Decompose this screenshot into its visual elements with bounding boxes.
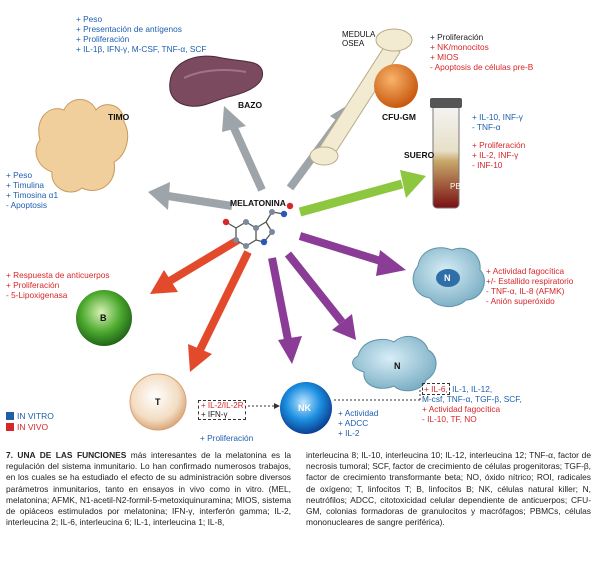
medula-effect: - Apoptosis de células pre-B <box>430 62 534 72</box>
neutrophil-effect: +/- Estallido respiratorio <box>486 276 574 286</box>
suero-effect: + Proliferación <box>472 140 526 150</box>
legend-vivo: IN VIVO <box>6 421 54 432</box>
timo-effects: + Peso + Timulina + Timosina α1 - Apopto… <box>6 170 58 210</box>
medula-label: MEDULA OSEA <box>342 30 375 48</box>
medula-effect: + Proliferación <box>430 32 484 42</box>
mono-effects: + IL-6, IL-1, IL-12, M-csf, TNF-α, TGF-β… <box>422 383 522 424</box>
b-cell <box>76 290 132 346</box>
mono-boxed-effect: + IL-6, <box>422 383 450 395</box>
b-cell-letter: B <box>100 313 107 323</box>
caption-column-1: 7. UNA DE LAS FUNCIONES más interesantes… <box>6 450 291 528</box>
arrow-to-macrophage <box>284 251 356 340</box>
t-cell <box>129 373 187 431</box>
medula-effect: + NK/monocitos <box>430 42 489 52</box>
blood-tube <box>430 98 462 209</box>
arrow-to-timo <box>148 182 233 210</box>
nk-cell-letter: NK <box>298 403 311 413</box>
t-cell-letter: T <box>155 397 161 407</box>
t-cell-cytokine-box: + IL-2/IL-2R + IFN-γ <box>198 400 247 420</box>
cfu-gm-cell <box>374 64 418 108</box>
mono-effect: - IL-10, TF, NO <box>422 414 477 424</box>
b-cell-effect: - 5-Lipoxigenasa <box>6 290 68 300</box>
timo-effect: + Timosina α1 <box>6 190 59 200</box>
melatonina-label: MELATONINA <box>230 198 286 208</box>
cfu-gm-label: CFU-GM <box>382 112 416 122</box>
neutrophil-effect: - Anión superóxido <box>486 296 555 306</box>
legend-vitro-swatch <box>6 411 14 420</box>
mono-effect: IL-1, IL-12, <box>452 384 493 394</box>
macrophage-cell <box>352 335 437 392</box>
nk-effect: + Actividad <box>338 408 379 418</box>
b-cell-effect: + Proliferación <box>6 280 60 290</box>
caption-text-1: más interesantes de la melatonina es la … <box>6 450 292 528</box>
legend-vivo-swatch <box>6 422 14 431</box>
neutrophil-effects: + Actividad fagocítica +/- Estallido res… <box>486 266 573 306</box>
medula-label-line2: OSEA <box>342 39 365 48</box>
legend-vitro: IN VITRO <box>6 410 54 421</box>
bazo-label: BAZO <box>238 100 263 110</box>
bazo-effect: + Peso <box>76 14 103 24</box>
macrophage-letter: N <box>394 361 401 371</box>
arrow-to-bazo <box>222 106 266 192</box>
medula-effects: + Proliferación + NK/monocitos + MIOS - … <box>430 32 533 72</box>
t-cell-effect: + Proliferación <box>200 433 254 443</box>
neutrophil-effect: + Actividad fagocítica <box>486 266 565 276</box>
mono-effect: M-csf, TNF-α, TGF-β, SCF, <box>422 394 522 404</box>
timo-label: TIMO <box>108 112 130 122</box>
suero-effect: - INF-10 <box>472 160 503 170</box>
suero-label: SUERO <box>404 150 435 160</box>
b-cell-effect: + Respuesta de anticuerpos <box>6 270 110 280</box>
bazo-effect: + Presentación de antígenos <box>76 24 182 34</box>
arrow-to-neutrophil <box>298 232 406 276</box>
t-cell-box-line: + IFN-γ <box>201 410 228 419</box>
t-cell-box-line: + IL-2/IL-2R <box>201 401 244 410</box>
legend: IN VITRO IN VIVO <box>6 410 54 432</box>
neutrophil-effect: - TNF-α, IL-8 (AFMK) <box>486 286 565 296</box>
arrow-to-suero <box>298 170 426 217</box>
bazo-effects: + Peso + Presentación de antígenos + Pro… <box>76 14 206 54</box>
b-cell-effects: + Respuesta de anticuerpos + Proliferaci… <box>6 270 110 300</box>
arrow-to-b-cell <box>150 236 241 294</box>
caption-head: 7. UNA DE LAS FUNCIONES <box>6 450 127 460</box>
suero-effects: + IL-10, INF-γ - TNF-α + Proliferación +… <box>472 112 525 170</box>
nk-effect: + IL-2 <box>338 428 360 438</box>
legend-vitro-label: IN VITRO <box>17 410 54 421</box>
nk-effect: + ADCC <box>338 418 369 428</box>
suero-effect: - TNF-α <box>472 122 501 132</box>
suero-effect: + IL-10, INF-γ <box>472 112 523 122</box>
timo-effect: - Apoptosis <box>6 200 48 210</box>
medula-effect: + MIOS <box>430 52 459 62</box>
thymus-illustration <box>35 99 129 193</box>
medula-label-line1: MEDULA <box>342 30 376 39</box>
pbmcs-label: PBMCs <box>450 182 478 191</box>
legend-vivo-label: IN VIVO <box>17 421 49 432</box>
mono-effect: + Actividad fagocítica <box>422 404 501 414</box>
timo-effect: + Timulina <box>6 180 45 190</box>
timo-effect: + Peso <box>6 170 33 180</box>
arrow-to-nk-cell <box>268 257 302 364</box>
bazo-effect: + IL-1β, IFN-γ, M-CSF, TNF-α, SCF <box>76 44 207 54</box>
spleen-illustration <box>169 55 264 107</box>
caption-column-2: interleucina 8; IL-10, interleucina 10; … <box>306 450 591 528</box>
nk-effects: + Actividad + ADCC + IL-2 <box>338 408 378 438</box>
arrow-to-t-cell <box>188 250 252 372</box>
nk-cell <box>280 382 332 434</box>
suero-effect: + IL-2, INF-γ <box>472 150 519 160</box>
neutrophil-letter: N <box>444 273 451 283</box>
nk-to-mono-arrow <box>334 390 421 401</box>
caption-text-2: interleucina 8; IL-10, interleucina 10; … <box>306 450 591 528</box>
bazo-effect: + Proliferación <box>76 34 130 44</box>
